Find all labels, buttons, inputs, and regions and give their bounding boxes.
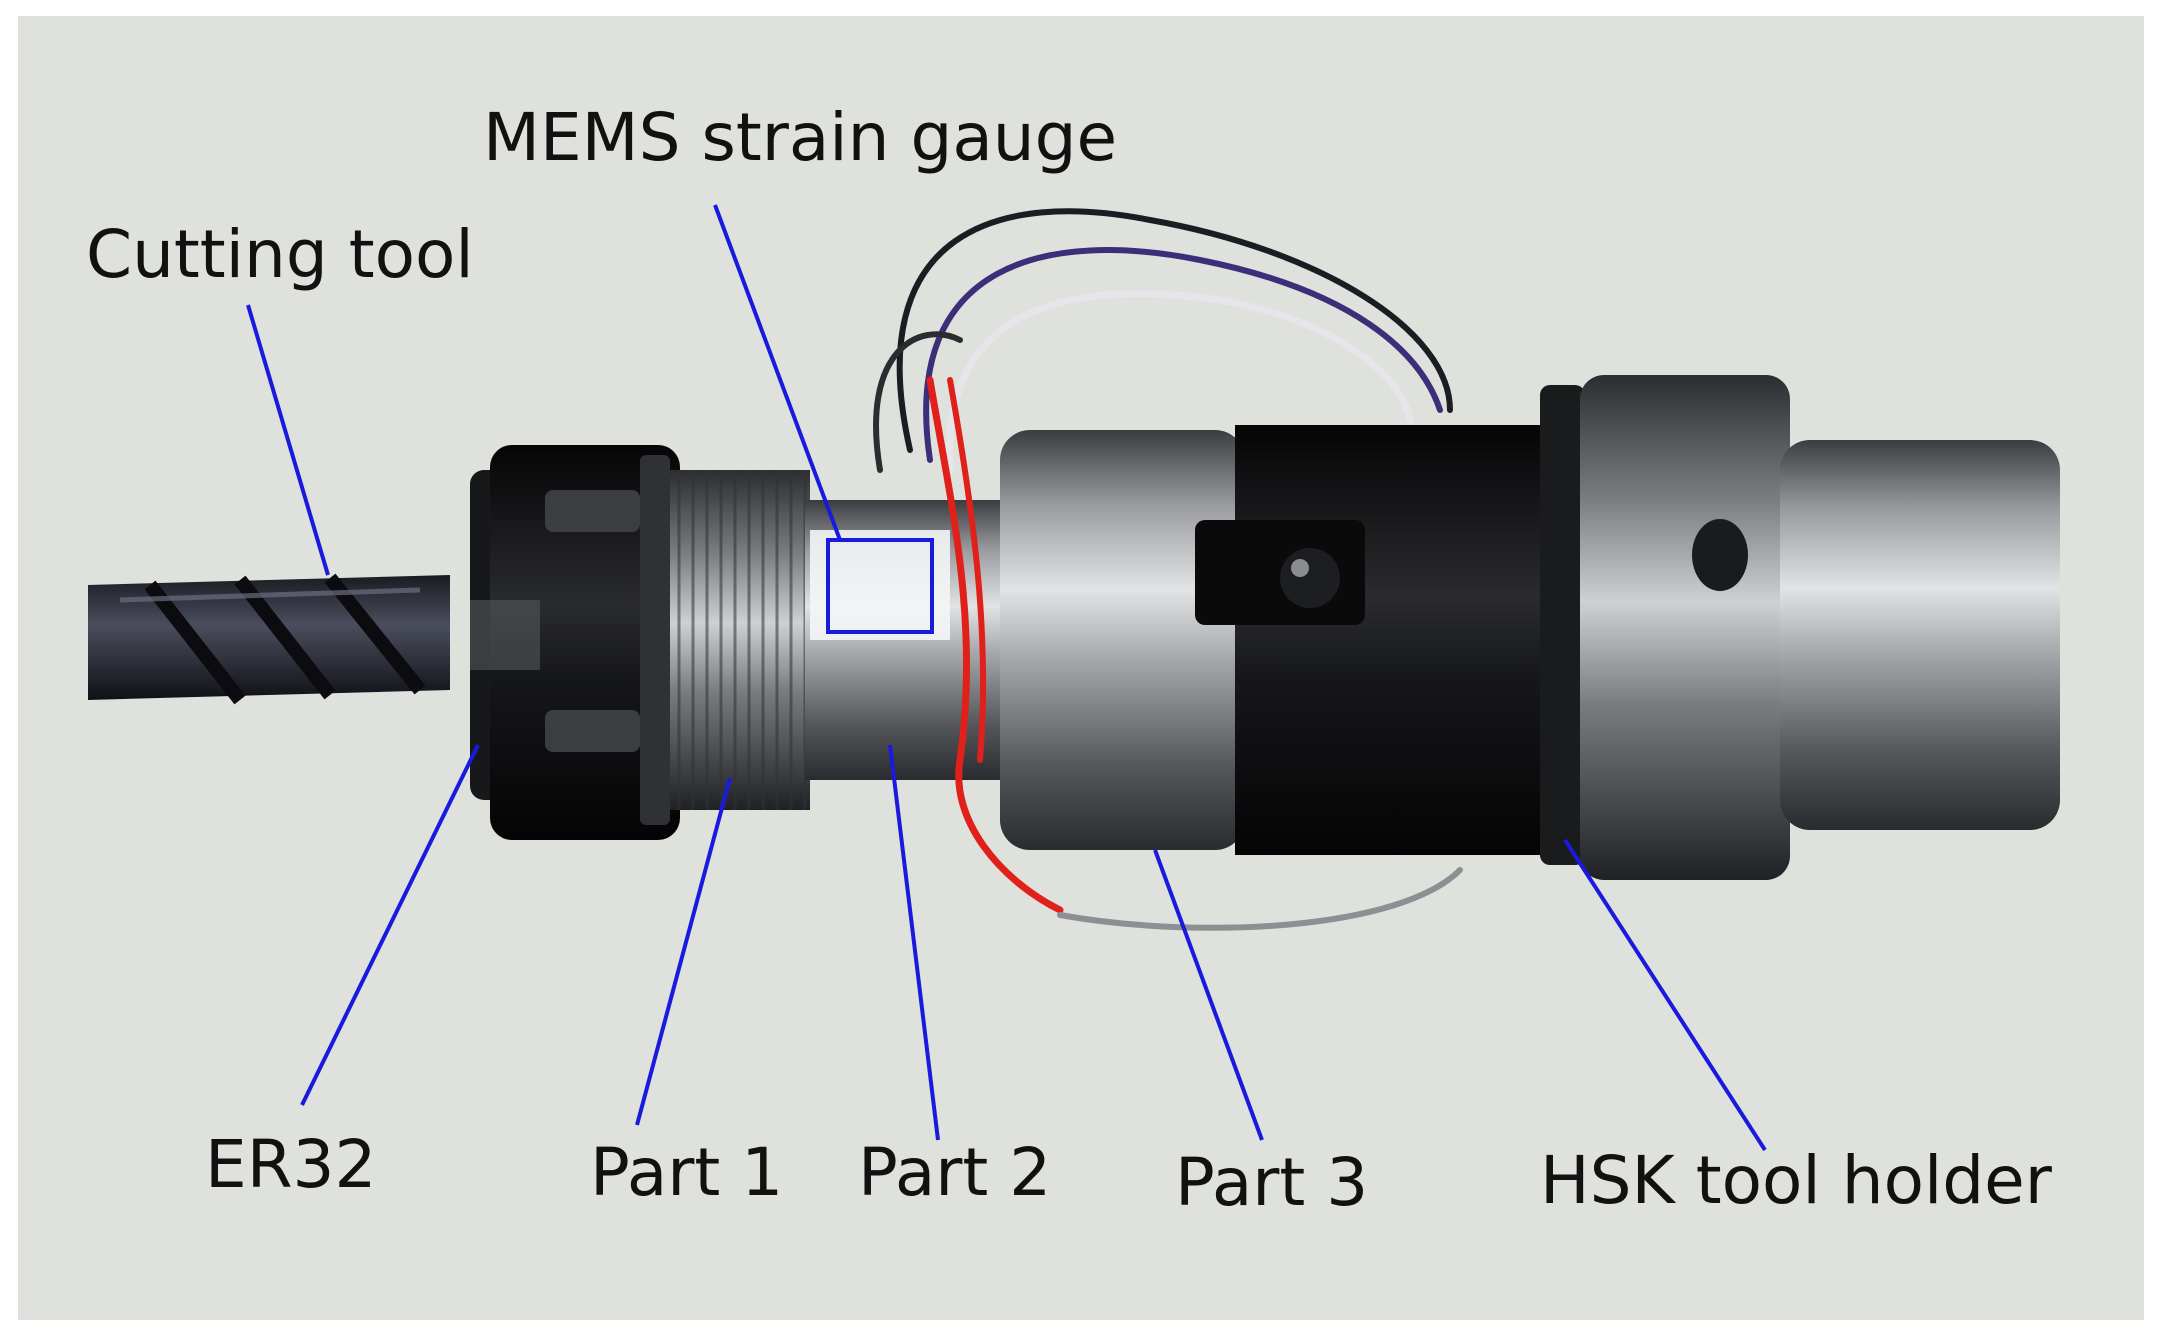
label-er32: ER32 [205,1126,377,1203]
label-mems-strain-gauge: MEMS strain gauge [483,99,1117,176]
cutting-tool-drill [88,573,450,705]
leader-hsk [1563,838,1767,1152]
leader-lines [246,204,1767,1152]
leader-part2 [888,744,940,1141]
label-part-2: Part 2 [858,1134,1051,1211]
er32-collet-nut [470,445,680,840]
leader-er32 [300,744,480,1106]
part-1-threaded-body [640,455,810,825]
mems-gauge-highlight-box [826,538,934,634]
strain-gauge-wires [873,208,1463,931]
leader-cutting-tool [246,304,330,576]
label-hsk-tool-holder: HSK tool holder [1540,1142,2053,1219]
label-part-1: Part 1 [590,1134,783,1211]
label-part-3: Part 3 [1175,1144,1368,1221]
leader-part3 [1153,849,1264,1141]
leader-part1 [635,777,732,1126]
label-cutting-tool: Cutting tool [86,216,474,293]
gauge-white-patch [810,530,950,640]
leader-mems [713,204,842,541]
part-3-cylinder [1000,425,1565,855]
hsk-tool-holder [1540,375,2060,880]
